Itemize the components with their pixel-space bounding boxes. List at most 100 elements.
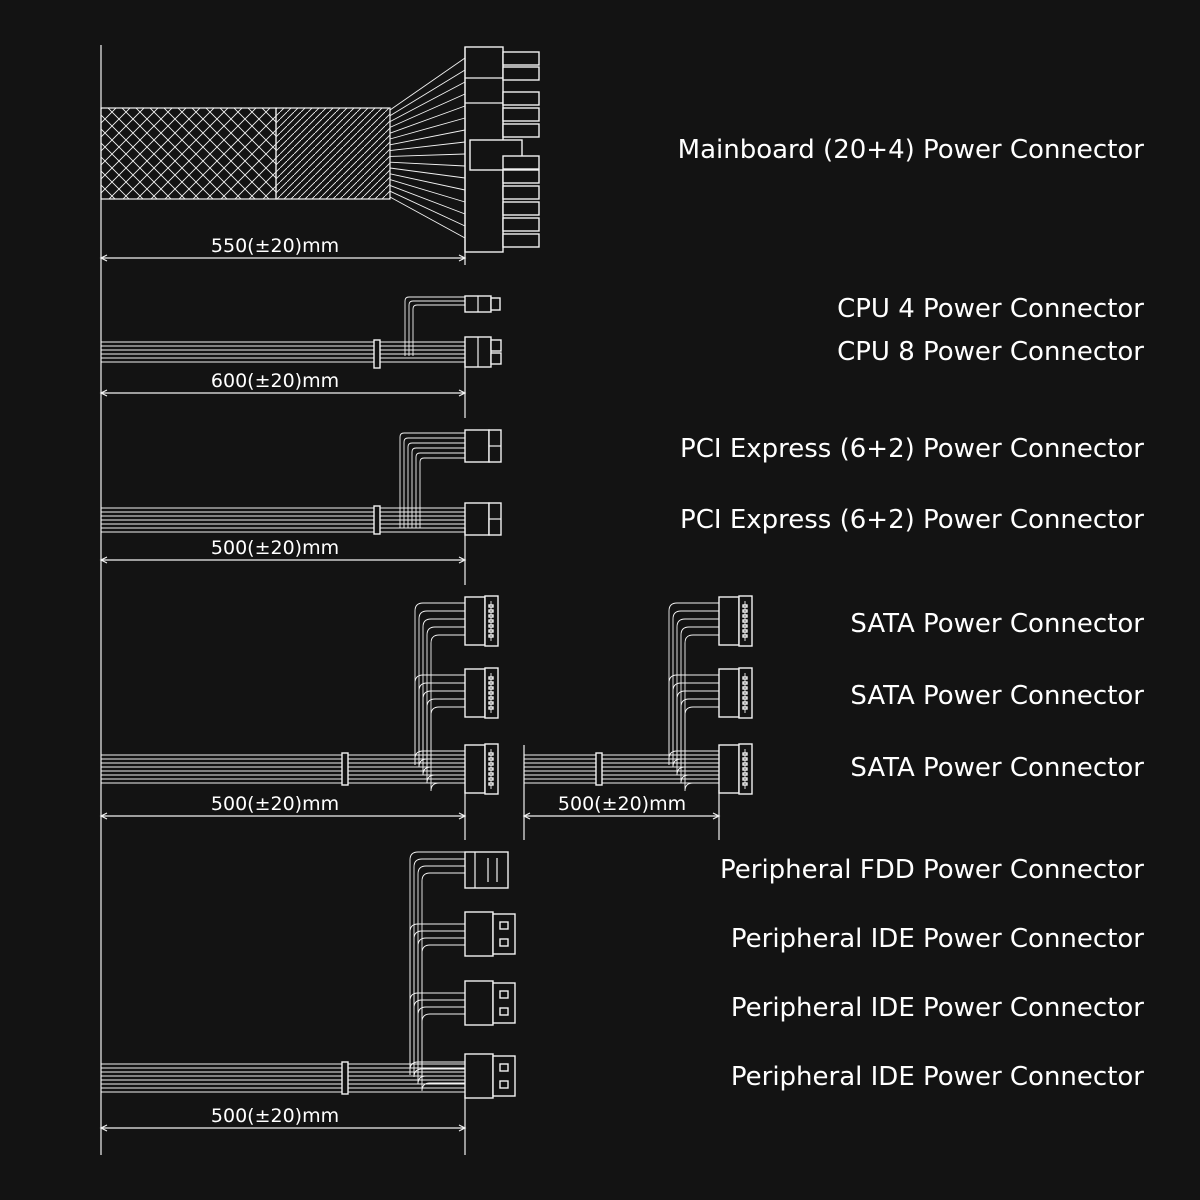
pcie-connector-bottom <box>464 502 502 536</box>
sata-pin <box>742 772 748 776</box>
wire <box>389 81 466 122</box>
label-peripheral-fdd: Peripheral FDD Power Connector <box>720 855 1144 885</box>
wire <box>389 173 466 191</box>
wire <box>413 930 465 1075</box>
dimension-label-mainboard: 550(±20)mm <box>211 235 339 257</box>
wire <box>426 765 465 784</box>
wire <box>408 300 465 356</box>
dimension-mainboard: 550(±20)mm <box>99 47 467 265</box>
cable-clip <box>373 339 381 369</box>
label-peripheral-ide-1: Peripheral IDE Power Connector <box>730 924 1144 954</box>
sata-pin <box>742 614 748 618</box>
wire <box>684 706 719 765</box>
ide-connector <box>464 1053 494 1099</box>
wire <box>680 765 719 784</box>
wire <box>389 153 466 157</box>
sata-pin <box>742 767 748 771</box>
wire <box>389 167 466 179</box>
sata-pin <box>488 782 494 786</box>
sata-pin <box>488 777 494 781</box>
ide-pin-hole <box>499 990 509 999</box>
connector-pin <box>502 217 540 232</box>
wire <box>404 296 465 356</box>
wire <box>668 602 719 765</box>
wire <box>411 447 465 528</box>
sata-pin <box>742 691 748 695</box>
sata-pin <box>742 777 748 781</box>
wire <box>672 610 719 765</box>
ide-pin-hole <box>499 1080 509 1089</box>
label-cpu-8: CPU 8 Power Connector <box>837 337 1144 367</box>
ide-pin-hole <box>499 921 509 930</box>
label-cpu-4: CPU 4 Power Connector <box>837 294 1144 324</box>
ide-pin-hole <box>499 1007 509 1016</box>
sata-pin <box>488 691 494 695</box>
wire <box>399 432 465 528</box>
sata-pin <box>742 706 748 710</box>
sata-pin <box>488 676 494 680</box>
wire <box>389 105 466 134</box>
sata-pin <box>488 624 494 628</box>
cpu-8pin-connector <box>464 336 502 368</box>
connector-pin <box>502 233 540 248</box>
sata-pin <box>488 767 494 771</box>
wire <box>430 634 465 765</box>
label-peripheral-ide-2: Peripheral IDE Power Connector <box>730 993 1144 1023</box>
sata-cable-extension <box>523 595 753 840</box>
wire <box>389 93 466 128</box>
wire <box>417 865 465 1075</box>
cpu-cable <box>101 295 502 369</box>
wire <box>412 304 465 356</box>
wire <box>676 765 719 776</box>
wire <box>413 858 465 1075</box>
heat-shrink <box>275 107 391 200</box>
ide-connector <box>464 911 494 957</box>
wire <box>421 1075 465 1092</box>
dimension-label-peripheral: 500(±20)mm <box>211 1105 339 1127</box>
wire <box>430 765 465 792</box>
wire-fan <box>389 57 466 239</box>
connector-pin <box>502 91 540 106</box>
sata-pin <box>742 701 748 705</box>
wire <box>413 999 465 1075</box>
connector-pin <box>502 201 540 216</box>
sata-connector <box>718 744 740 794</box>
label-pcie-1: PCI Express (6+2) Power Connector <box>680 434 1144 464</box>
wire <box>389 196 466 239</box>
cable-clip <box>595 752 603 786</box>
wire <box>403 437 465 528</box>
sata-pin <box>488 772 494 776</box>
sata-pin <box>742 681 748 685</box>
dimension-sata-ext: 500(±20)mm <box>522 790 721 840</box>
atx-24pin-connector <box>464 46 540 253</box>
wire <box>418 610 465 765</box>
sata-pin <box>742 619 748 623</box>
wire <box>389 69 466 117</box>
sata-pin <box>488 701 494 705</box>
connector-pin <box>502 66 540 81</box>
wire <box>668 750 719 765</box>
sata-pin <box>742 624 748 628</box>
cpu-4pin-connector <box>464 295 501 313</box>
wire <box>417 1006 465 1075</box>
connector-pin <box>502 185 540 200</box>
sata-connector <box>464 596 486 646</box>
wire <box>676 618 719 765</box>
sata-pin <box>488 634 494 638</box>
wire <box>672 682 719 765</box>
wire <box>389 141 466 152</box>
wire <box>389 184 466 215</box>
sata-pin <box>742 609 748 613</box>
dimension-label-sata-ext: 500(±20)mm <box>558 793 686 815</box>
sata-connector <box>718 668 740 718</box>
sata-pin <box>742 782 748 786</box>
wire <box>419 457 465 528</box>
sata-pin <box>488 619 494 623</box>
wire <box>389 190 466 227</box>
sata-cable-main <box>101 595 499 795</box>
sata-pin <box>742 676 748 680</box>
wire <box>421 872 465 1075</box>
cable-clip <box>341 1061 349 1095</box>
